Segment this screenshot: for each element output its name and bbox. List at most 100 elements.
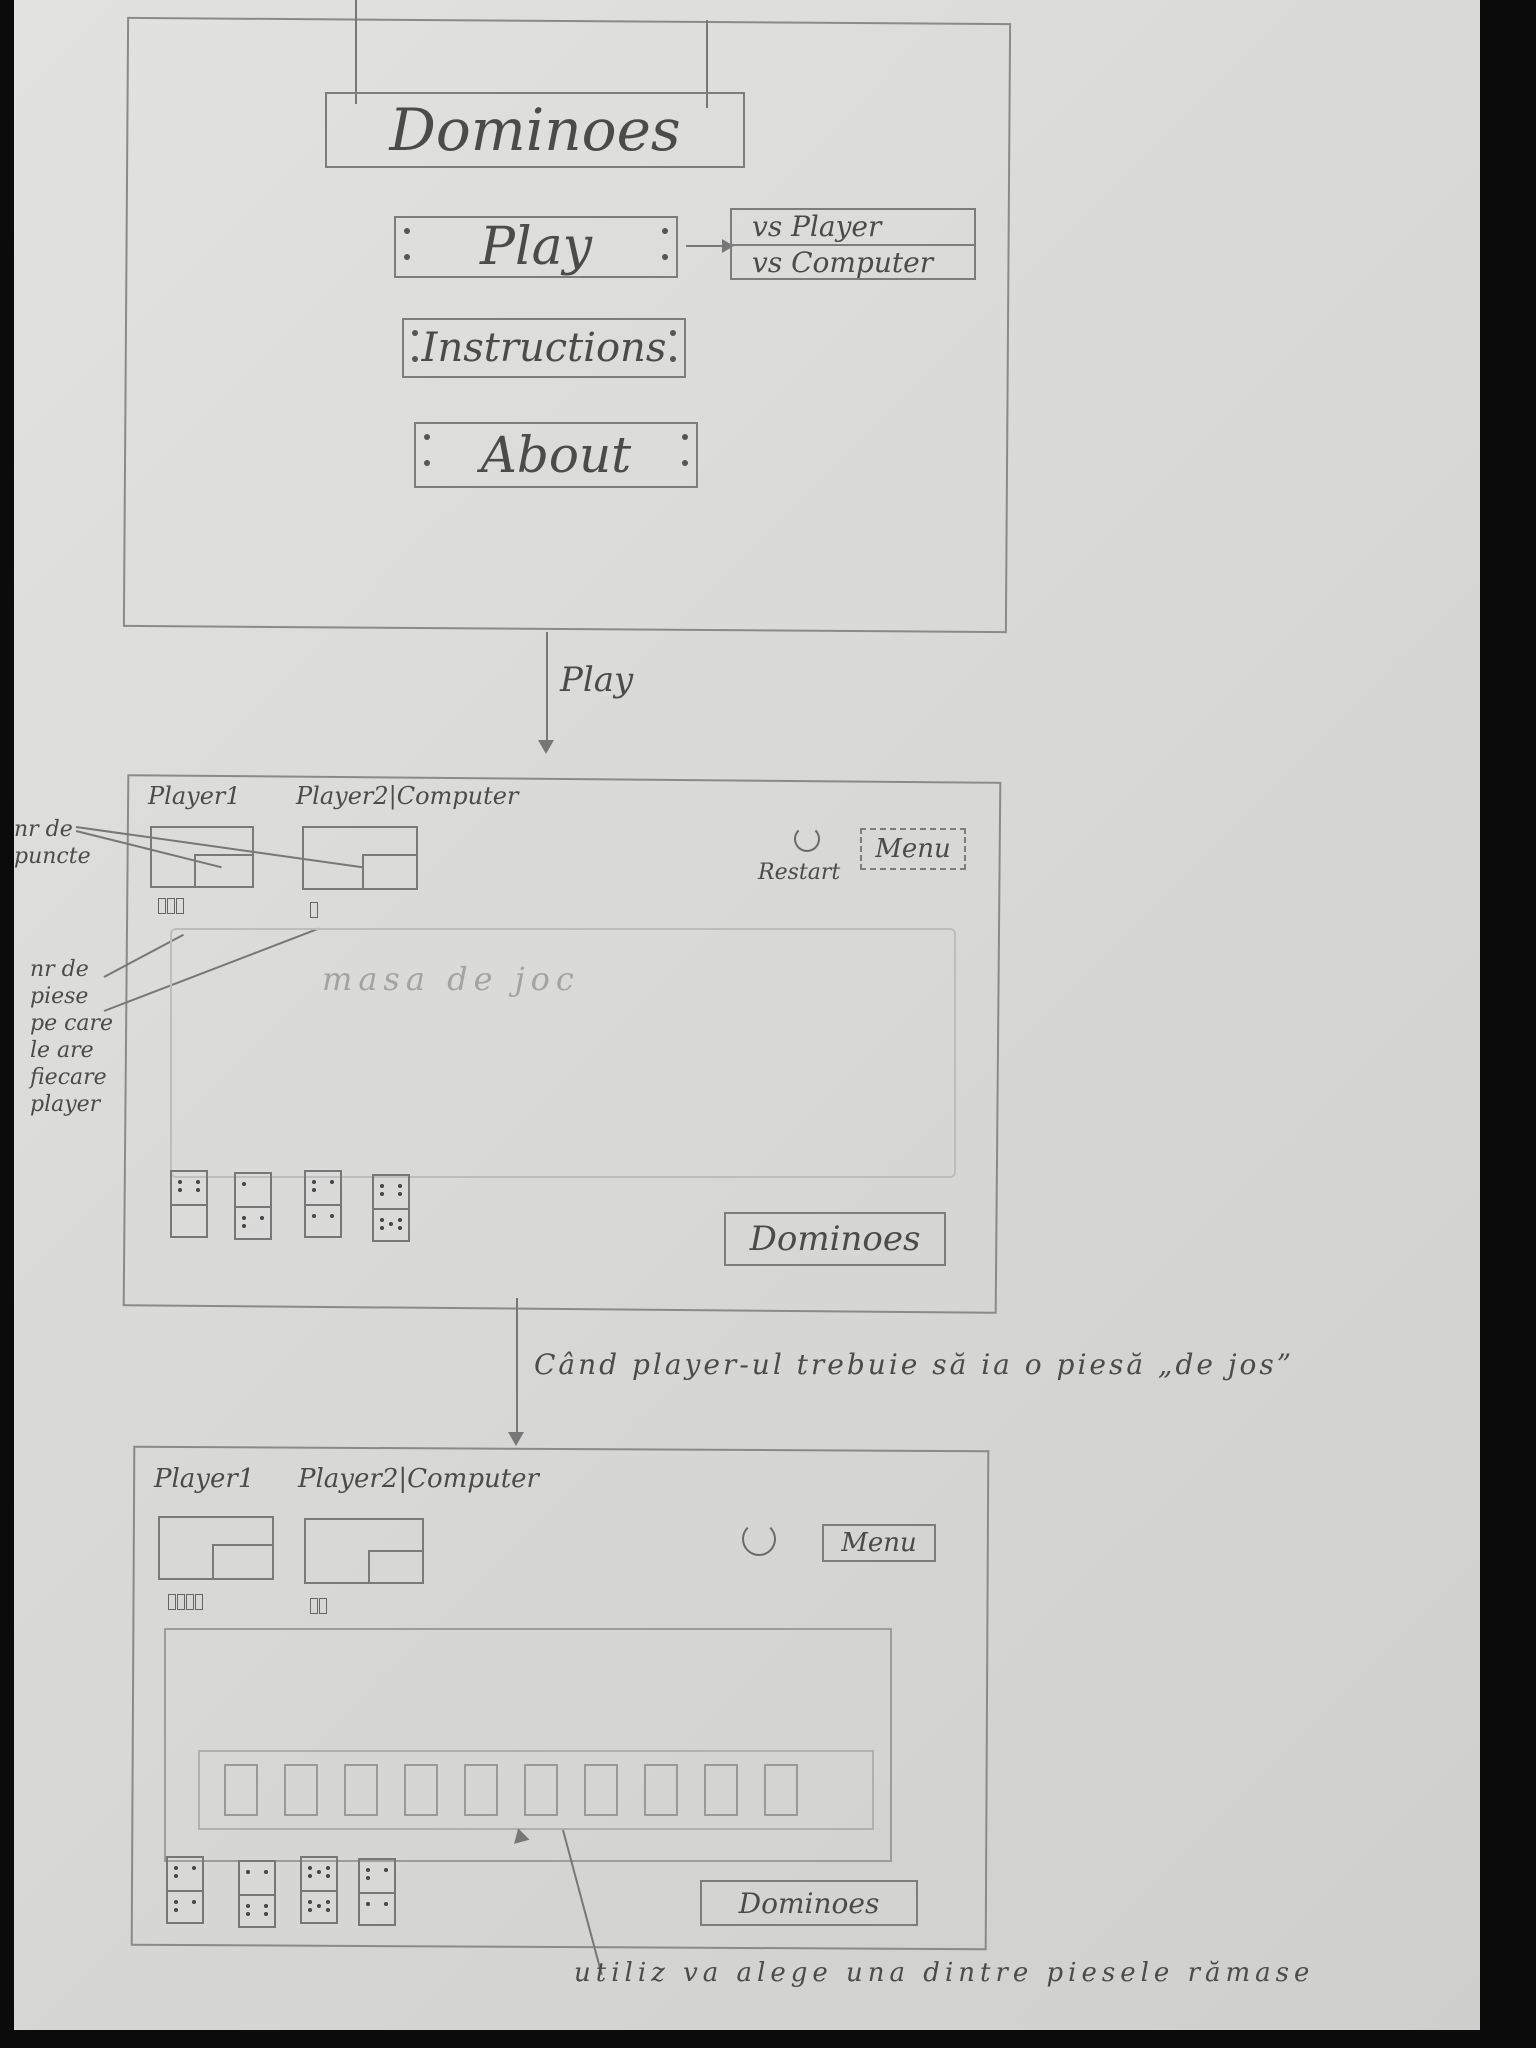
domino-pip [380,1226,384,1230]
s3-player1-label-text: Player1 [154,1464,255,1494]
domino-pip [317,1870,321,1874]
domino-pip [174,1866,178,1870]
domino-icon[interactable] [358,1858,396,1926]
domino-pip [326,1866,330,1870]
player2-label: Player2|Computer [296,782,518,810]
boneyard-slot[interactable] [464,1764,498,1816]
domino-pip [398,1218,402,1222]
pieces-count-icon [158,898,184,914]
player1-label-text: Player1 [148,782,241,810]
about-button[interactable]: About [414,422,698,488]
play-options-dropdown: vs Player vs Computer [730,208,976,280]
domino-pip [330,1214,334,1218]
boneyard-slot[interactable] [524,1764,558,1816]
boneyard-slot[interactable] [344,1764,378,1816]
s3-menu-button-label: Menu [841,1528,917,1558]
domino-pip [312,1180,316,1184]
menu-button[interactable]: Menu [860,828,966,870]
boneyard-slot[interactable] [644,1764,678,1816]
domino-pip [366,1868,370,1872]
boneyard-slot[interactable] [704,1764,738,1816]
domino-pip [398,1184,402,1188]
transition-arrow-1 [546,632,548,744]
domino-pip [246,1912,250,1916]
annotation-pick-text: utiliz va alege una dintre piesele rămas… [574,1958,1315,1988]
domino-pip [308,1900,312,1904]
s3-player1-label: Player1 [154,1464,254,1494]
domino-pip [366,1876,370,1880]
domino-pip [380,1184,384,1188]
domino-pip [308,1874,312,1878]
domino-pip [398,1226,402,1230]
s3-restart-icon[interactable] [742,1522,776,1556]
domino-pip [242,1224,246,1228]
boneyard-slot[interactable] [404,1764,438,1816]
play-button-label: Play [480,217,592,277]
transition-arrow-2 [516,1298,518,1436]
player1-label: Player1 [148,782,241,810]
domino-icon[interactable] [238,1860,276,1928]
domino-pip [174,1900,178,1904]
arrow-icon [538,740,554,754]
vs-computer-option[interactable]: vs Computer [732,246,974,280]
boneyard-row [198,1750,874,1830]
transition-1-text: Play [560,660,634,700]
arrow-icon [508,1432,524,1446]
main-title: Dominoes [325,92,745,168]
s3-menu-button[interactable]: Menu [822,1524,936,1562]
restart-label-text: Restart [758,860,841,885]
boneyard-slot[interactable] [764,1764,798,1816]
domino-pip [380,1192,384,1196]
domino-icon[interactable] [234,1172,272,1240]
game-table-area[interactable]: masa de joc [170,928,956,1178]
domino-pip [317,1904,321,1908]
domino-pip [326,1900,330,1904]
domino-pip [312,1214,316,1218]
domino-pip [196,1180,200,1184]
s3-footer-dominoes-label: Dominoes [738,1886,880,1920]
domino-pip [242,1216,246,1220]
domino-pip [326,1874,330,1878]
boneyard-slot[interactable] [284,1764,318,1816]
annotation-pieces-text: nr de piese pe care le are fiecare playe… [30,957,114,1117]
annotation-points: nr de puncte [14,816,104,870]
transition-2-label: Când player-ul trebuie să ia o piesă „de… [534,1348,1294,1381]
title-hanger-right [706,20,708,108]
domino-pip [246,1904,250,1908]
domino-pip [389,1222,393,1226]
title-hanger-left [355,0,357,104]
instructions-button[interactable]: Instructions [402,318,686,378]
main-title-text: Dominoes [389,96,681,164]
about-button-label: About [480,426,632,484]
domino-icon[interactable] [372,1174,410,1242]
pieces-count-icon [310,902,318,918]
domino-pip [366,1902,370,1906]
pieces-count-icon [310,1598,327,1614]
restart-icon[interactable] [794,826,820,852]
domino-pip [308,1866,312,1870]
s3-footer-dominoes-button[interactable]: Dominoes [700,1880,918,1926]
player2-label-text: Player2|Computer [296,782,519,810]
play-button[interactable]: Play [394,216,678,278]
player2-score-box [302,826,418,890]
domino-icon[interactable] [166,1856,204,1924]
domino-pip [196,1188,200,1192]
vs-player-option[interactable]: vs Player [732,210,974,246]
domino-icon[interactable] [304,1170,342,1238]
play-options-arrow [686,245,726,247]
boneyard-slot[interactable] [584,1764,618,1816]
boneyard-slot[interactable] [224,1764,258,1816]
annotation-pieces: nr de piese pe care le are fiecare playe… [30,956,120,1118]
domino-pip [380,1218,384,1222]
domino-icon[interactable] [300,1856,338,1924]
domino-pip [242,1182,246,1186]
domino-icon[interactable] [170,1170,208,1238]
restart-label[interactable]: Restart [758,860,840,885]
menu-button-label: Menu [875,834,951,864]
domino-pip [246,1870,250,1874]
s3-player2-label-text: Player2|Computer [298,1464,539,1494]
game-table-label-text: masa de joc [322,960,580,998]
footer-dominoes-button[interactable]: Dominoes [724,1212,946,1266]
game-table-label: masa de joc [322,960,580,998]
domino-pip [384,1868,388,1872]
